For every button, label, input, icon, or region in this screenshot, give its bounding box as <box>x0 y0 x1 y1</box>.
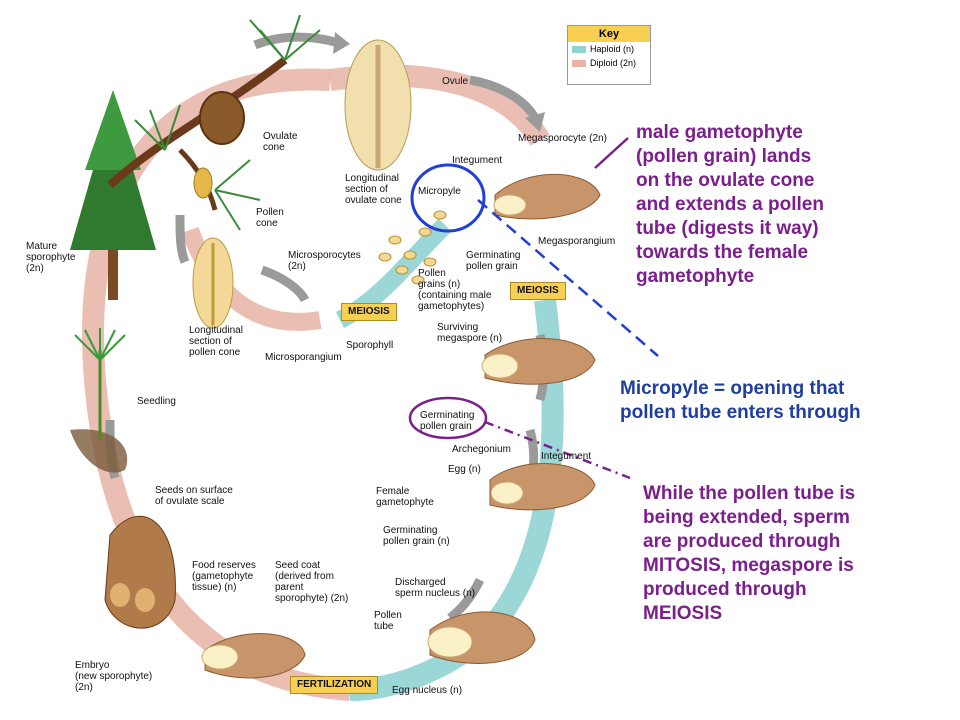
legend-title: Key <box>568 26 650 42</box>
pollen-grains <box>378 210 447 285</box>
label-ovule: Ovule <box>442 76 469 87</box>
pollen-cone-section <box>192 237 234 329</box>
label-microsporocytes: Microsporocytes (2n) <box>288 250 361 272</box>
label-archegonium: Archegonium <box>452 444 511 455</box>
ovule-scales <box>204 173 601 679</box>
stage-meiosis-right: MEIOSIS <box>510 282 566 300</box>
process-arrow <box>253 32 337 50</box>
label-integument-2: Integument <box>541 451 592 462</box>
label-integument: Integument <box>452 155 503 166</box>
sperm-note: While the pollen tube is being extended,… <box>643 482 855 626</box>
process-arrow <box>175 214 190 264</box>
diploid-swatch <box>572 59 586 67</box>
label-egg: Egg (n) <box>448 464 481 475</box>
label-pollen-tube: Pollen tube <box>374 610 402 632</box>
stage-meiosis-left: MEIOSIS <box>341 303 397 321</box>
label-seedling: Seedling <box>137 396 176 407</box>
label-egg-nucleus: Egg nucleus (n) <box>392 685 463 696</box>
pollen-note-connector <box>594 137 629 169</box>
process-arrow <box>447 577 485 622</box>
label-food-reserves: Food reserves (gametophyte tissue) (n) <box>192 560 256 593</box>
label-germinating-pollen-grain-n: Germinating pollen grain (n) <box>383 525 450 547</box>
micropyle-highlight-circle <box>410 163 486 233</box>
sperm-note-connector <box>484 420 631 480</box>
label-seed-coat: Seed coat (derived from parent sporophyt… <box>275 560 349 604</box>
label-longitudinal-ovulate: Longitudinal section of ovulate cone <box>345 173 402 206</box>
legend-haploid: Haploid (n) <box>568 42 650 56</box>
label-embryo: Embryo (new sporophyte) (2n) <box>75 660 153 693</box>
ovulate-cone-section <box>344 39 412 171</box>
label-surviving-megaspore: Surviving megaspore (n) <box>437 322 503 344</box>
micropyle-note-connector <box>477 199 659 357</box>
sperm-note-part2: MITOSIS, megaspore is produced through M… <box>643 555 854 624</box>
mature-sporophyte-tree <box>70 90 156 300</box>
label-germinating-pollen-grain: Germinating pollen grain <box>466 250 521 272</box>
haploid-swatch <box>572 45 586 53</box>
process-arrow <box>260 265 310 303</box>
germinating-pollen-highlight-circle <box>408 396 488 440</box>
sperm-note-part1: While the pollen tube is being extended,… <box>643 483 856 552</box>
legend-key: Key Haploid (n) Diploid (2n) <box>567 25 651 85</box>
label-pollen-cone: Pollen cone <box>256 207 284 229</box>
ovule-interior <box>201 194 527 670</box>
label-mature-sporophyte: Mature sporophyte (2n) <box>26 241 76 274</box>
micropyle-note: Micropyle = opening that pollen tube ent… <box>620 378 861 423</box>
label-germinating-pollen-grain-2: Germinating pollen grain <box>420 410 475 432</box>
legend-diploid-label: Diploid (2n) <box>590 58 637 68</box>
label-micropyle: Micropyle <box>418 186 461 197</box>
label-sporophyll: Sporophyll <box>346 340 394 351</box>
label-megasporocyte: Megasporocyte (2n) <box>518 133 607 144</box>
haploid-cycle-arrow <box>349 298 564 701</box>
pollen-note: male gametophyte (pollen grain) lands on… <box>636 122 824 287</box>
pine-branch <box>107 14 321 231</box>
legend-diploid: Diploid (2n) <box>568 56 650 70</box>
label-ovulate-cone: Ovulate cone <box>263 131 298 153</box>
pollen-cone-shape <box>193 167 213 199</box>
stage-fertilization: FERTILIZATION <box>290 676 379 694</box>
ovulate-cone-shape <box>199 91 245 145</box>
seedling-plant <box>70 328 128 473</box>
label-pollen-grains: Pollen grains (n) (containing male gamet… <box>418 268 492 312</box>
label-longitudinal-pollen: Longitudinal section of pollen cone <box>189 325 243 358</box>
label-female-gametophyte: Female gametophyte <box>376 486 434 508</box>
legend-haploid-label: Haploid (n) <box>590 44 635 54</box>
seed-scale <box>104 515 176 629</box>
label-microsporangium: Microsporangium <box>265 352 342 363</box>
label-seeds-on-surface: Seeds on surface of ovulate scale <box>155 485 233 507</box>
process-arrow <box>469 75 539 121</box>
label-megasporangium: Megasporangium <box>538 236 616 247</box>
label-discharged-sperm: Discharged sperm nucleus (n) <box>395 577 476 599</box>
